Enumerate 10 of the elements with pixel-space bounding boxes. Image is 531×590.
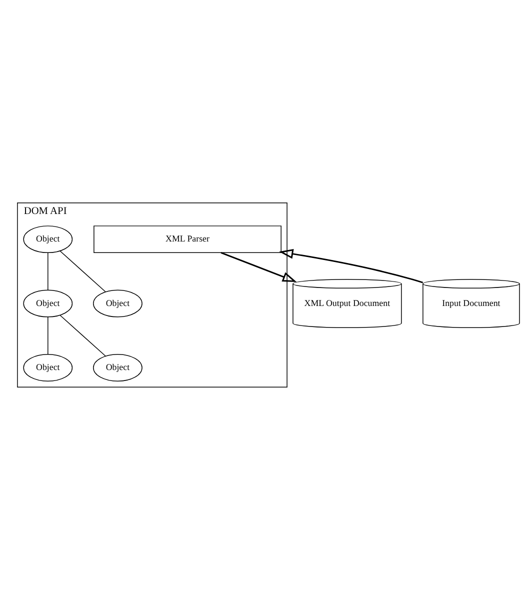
node-ellipse: Object — [23, 226, 73, 254]
node-box: XML Parser — [94, 226, 282, 254]
arrow — [279, 249, 424, 284]
connector — [60, 314, 106, 356]
node-ellipse: Object — [93, 290, 142, 318]
node-ellipse: Object — [93, 354, 142, 382]
node-ellipse: Object — [23, 354, 73, 382]
connector — [60, 250, 106, 292]
arrow — [220, 252, 297, 282]
node-ellipse: Object — [23, 290, 73, 318]
